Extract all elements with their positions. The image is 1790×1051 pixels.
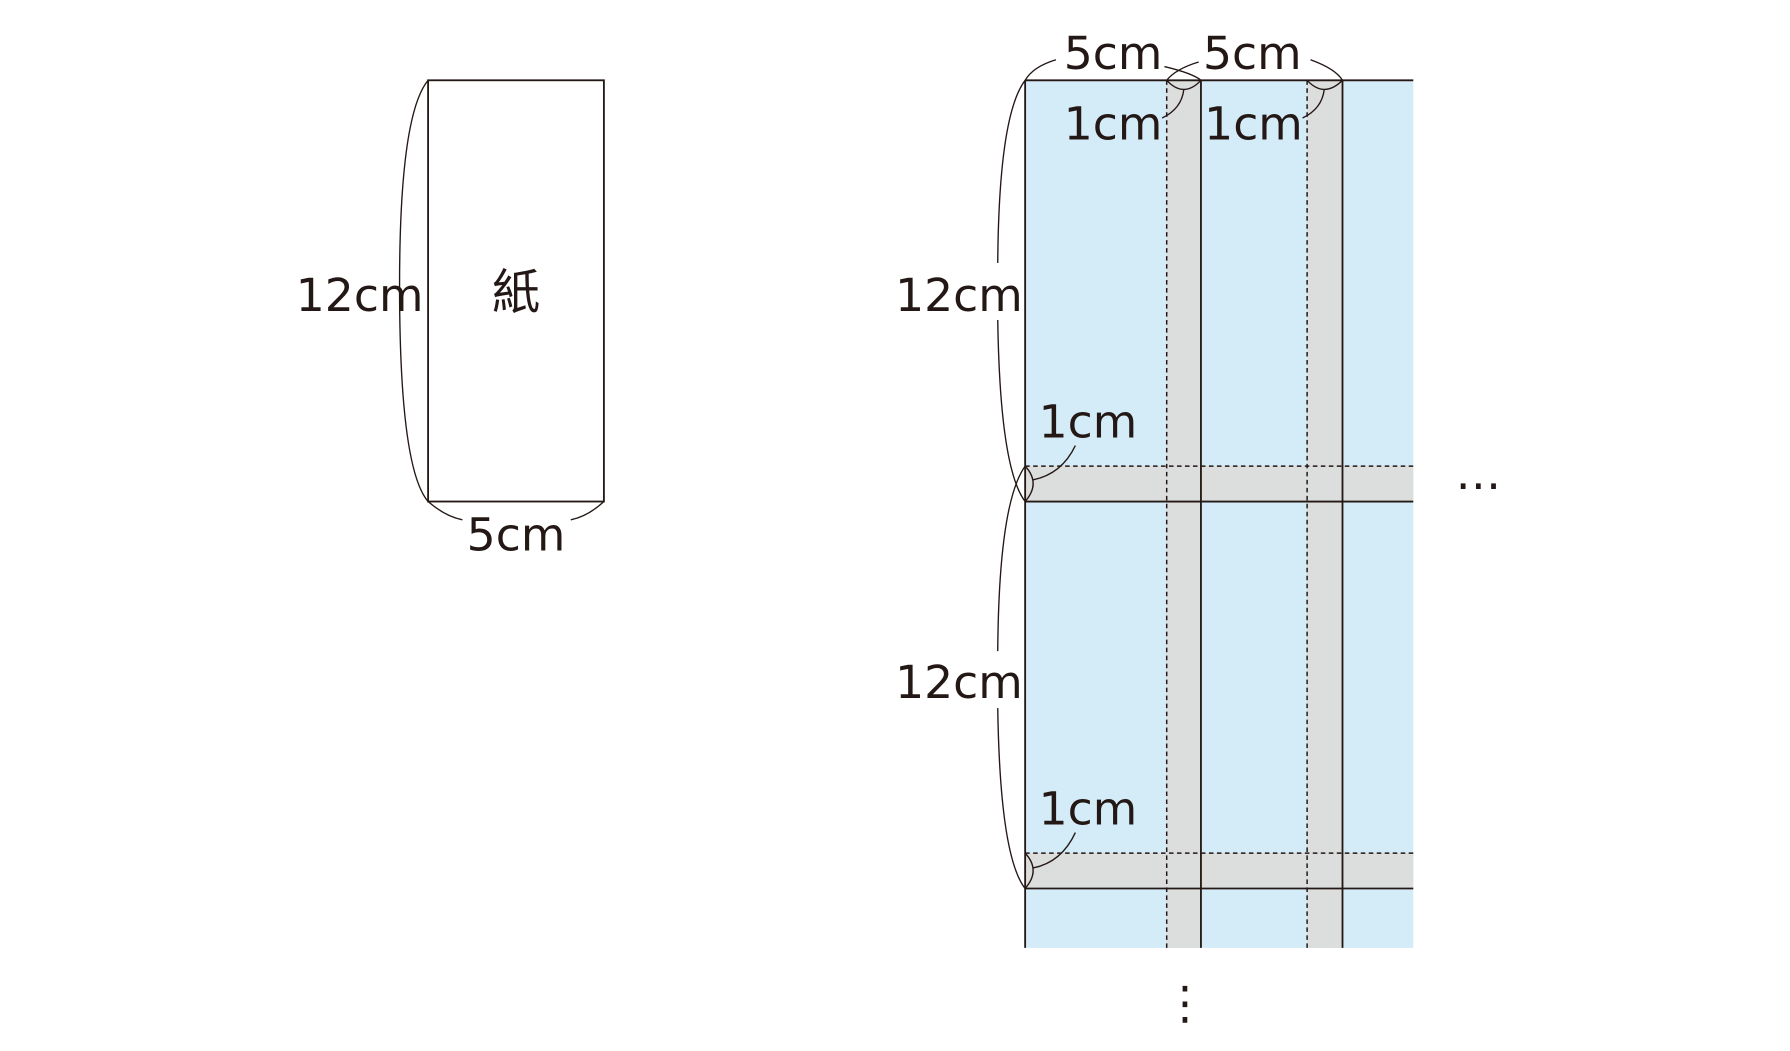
vertical-overlap-2 — [1307, 80, 1343, 948]
single-paper-figure: 紙 12cm 5cm — [296, 79, 605, 562]
paper-label: 紙 — [492, 266, 540, 321]
overlap-braces-side — [1024, 445, 1076, 889]
height-label: 12cm — [296, 269, 424, 322]
width-label: 5cm — [467, 509, 566, 562]
horizontal-overlap-1 — [1025, 466, 1414, 502]
tiled-papers-figure: 5cm 5cm 1cm 1cm 12cm 12cm 1cm 1cm … ⋮ — [895, 27, 1501, 1030]
vertical-overlap-1 — [1166, 80, 1201, 948]
height-brace — [398, 79, 429, 502]
overlap-braces-top — [1161, 79, 1343, 119]
horizontal-overlap-2 — [1025, 853, 1414, 889]
overlap-height-label-2: 1cm — [1039, 783, 1138, 836]
width-brace — [427, 501, 605, 521]
continue-down-ellipsis: ⋮ — [1162, 977, 1208, 1030]
width-braces — [1024, 59, 1344, 81]
overlap-height-label-1: 1cm — [1039, 396, 1138, 449]
tiled-paper-area — [1025, 80, 1414, 948]
height-label-1: 12cm — [895, 269, 1023, 322]
overlap-width-label-1: 1cm — [1064, 98, 1163, 151]
continue-right-ellipsis: … — [1456, 447, 1502, 500]
height-label-2: 12cm — [895, 656, 1023, 709]
width-label-2: 5cm — [1203, 27, 1302, 80]
overlap-width-label-2: 1cm — [1204, 98, 1303, 151]
width-label-1: 5cm — [1064, 27, 1163, 80]
paper-rectangle — [427, 79, 605, 503]
height-braces — [997, 79, 1026, 889]
